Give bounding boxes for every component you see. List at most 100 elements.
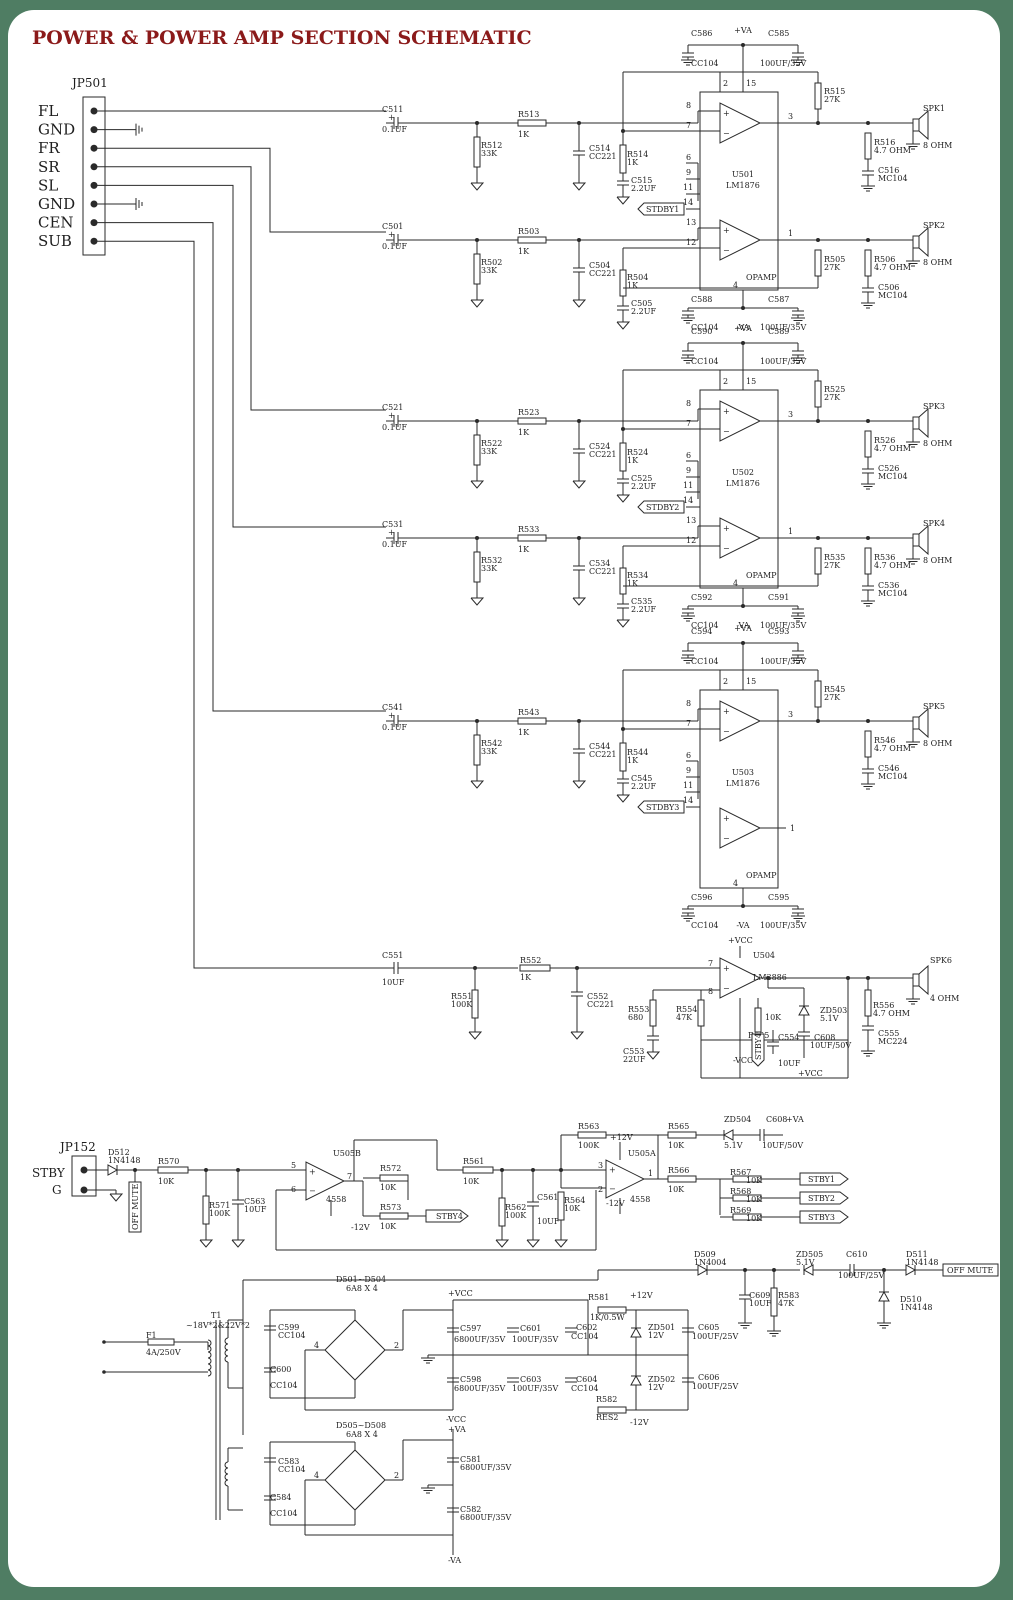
label: R582 [596, 1395, 617, 1404]
cap-label: C590 [691, 327, 712, 336]
label: R552 [520, 956, 541, 965]
label: D511 [906, 1250, 928, 1259]
pin-label: 15 [746, 377, 756, 386]
label: ZD504 [724, 1115, 751, 1124]
label: R556 [873, 1001, 894, 1010]
cap-value: 100UF/35V [760, 59, 806, 68]
label: U504 [753, 951, 775, 960]
label: 5.1V [820, 1014, 839, 1023]
cap-value: 100UF/35V [760, 621, 806, 630]
label: D510 [900, 1295, 922, 1304]
rail-label: -VA [736, 323, 749, 332]
ic-ref: U502 [732, 468, 754, 477]
cap-label: C516 [878, 166, 899, 175]
connector-pin-label: FL [38, 102, 58, 120]
cap-label: C515 [631, 176, 652, 185]
label: U505A [628, 1149, 656, 1158]
pin-label: 2 [723, 377, 728, 386]
cap-label: C592 [691, 593, 712, 602]
cap-label: C524 [589, 442, 610, 451]
label: OFF MUTE [947, 1266, 993, 1275]
resistor-label: R523 [518, 408, 539, 417]
cap-value: 2.2UF [631, 782, 656, 791]
label: JP152 [58, 1140, 96, 1154]
label: U505B [333, 1149, 361, 1158]
plus-sign: + [723, 524, 730, 533]
cap-value: CC104 [691, 657, 719, 666]
label: 2 [598, 1185, 603, 1194]
opamp-label: OPAMP [746, 871, 777, 880]
cap-value: 100UF/35V [760, 657, 806, 666]
label: C597 [460, 1324, 481, 1333]
connector-pin [90, 107, 98, 115]
resistor-label: R546 [874, 736, 895, 745]
resistor-value: 27K [824, 263, 841, 272]
label: G [52, 1183, 62, 1197]
label: 7 [708, 959, 713, 968]
label: C602 [576, 1323, 597, 1332]
label: 100K [209, 1209, 231, 1218]
cap-value: CC221 [589, 567, 617, 576]
cap-value: MC104 [878, 472, 908, 481]
label: C609 [749, 1291, 770, 1300]
pin-label: 9 [686, 168, 691, 177]
resistor-value: 33K [481, 747, 498, 756]
label: 10UF [382, 978, 405, 987]
resistor-value: 27K [824, 393, 841, 402]
connector-pin [90, 200, 98, 208]
resistor-value: 1K [627, 158, 639, 167]
cap-label: C536 [878, 581, 899, 590]
label: STBY [32, 1166, 66, 1180]
resistor-label: R525 [824, 385, 845, 394]
cap-label: C585 [768, 29, 789, 38]
cap-value: CC104 [691, 323, 719, 332]
label: 10K [463, 1177, 480, 1186]
label: 1K/0.5W [590, 1313, 625, 1322]
pin-label: 6 [686, 451, 691, 460]
plus-sign: + [609, 1166, 616, 1175]
label: 4 OHM [930, 994, 959, 1003]
cap-label: C504 [589, 261, 610, 270]
cap-label: C587 [768, 295, 789, 304]
speaker-value: 8 OHM [923, 258, 952, 267]
resistor-value: 4.7 OHM [874, 561, 911, 570]
label: +12V [610, 1133, 633, 1142]
resistor-label: R544 [627, 748, 648, 757]
label: C581 [460, 1455, 481, 1464]
minus-sign: − [609, 1185, 616, 1194]
label: R563 [578, 1122, 599, 1131]
ic-model: LM1876 [726, 181, 760, 190]
resistor-label: R506 [874, 255, 895, 264]
ic-ref: U501 [732, 170, 754, 179]
label: -12V [630, 1418, 649, 1427]
label: C600 [270, 1365, 291, 1374]
speaker-label: SPK2 [923, 221, 945, 230]
resistor-label: R514 [627, 150, 648, 159]
pin-label: 15 [746, 79, 756, 88]
label: STBY3 [808, 1213, 835, 1222]
connector-pin [90, 219, 98, 227]
label: 10K [746, 1195, 763, 1204]
resistor-value: 27K [824, 95, 841, 104]
label: C553 [623, 1047, 644, 1056]
connector-pin-label: SUB [38, 232, 72, 250]
label: 22UF [623, 1055, 646, 1064]
label: R568 [730, 1187, 751, 1196]
cap-label: C588 [691, 295, 712, 304]
cap-label: C505 [631, 299, 652, 308]
cap-label: C595 [768, 893, 789, 902]
speaker-value: 8 OHM [923, 739, 952, 748]
cap-value: MC104 [878, 291, 908, 300]
label: C610 [846, 1250, 867, 1259]
label: 100K [578, 1141, 600, 1150]
label: R567 [730, 1168, 751, 1177]
label: C601 [520, 1324, 541, 1333]
cap-value: 2.2UF [631, 605, 656, 614]
label: CC221 [587, 1000, 615, 1009]
opamp-label: OPAMP [746, 571, 777, 580]
resistor-label: R536 [874, 553, 895, 562]
ic-model: LM1876 [726, 779, 760, 788]
minus-sign: − [723, 544, 730, 553]
label: C583 [278, 1457, 299, 1466]
